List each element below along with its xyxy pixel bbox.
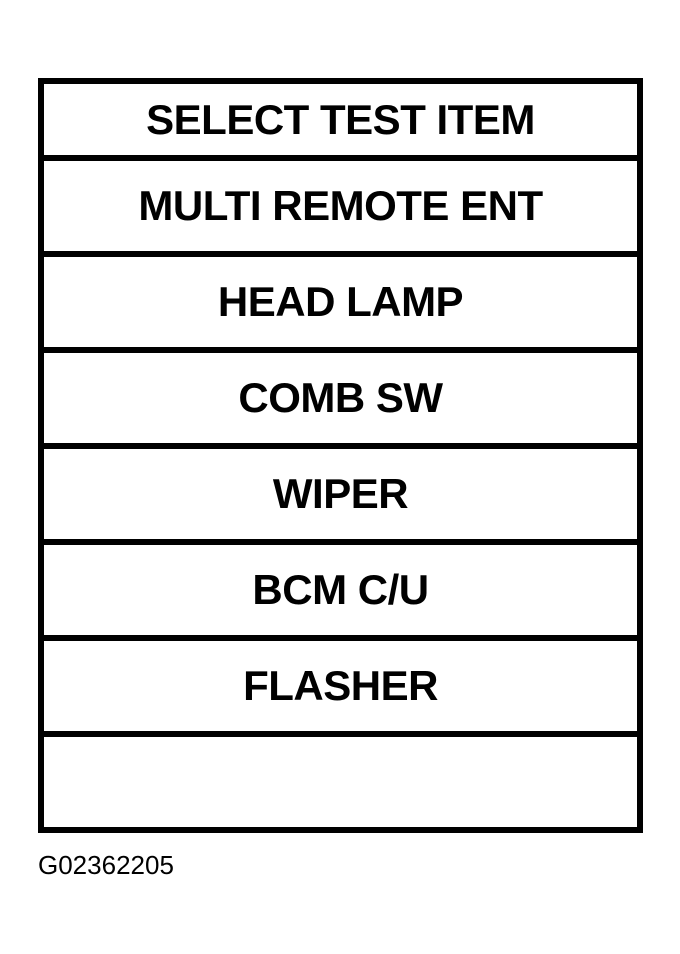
menu-item-multi-remote-ent[interactable]: MULTI REMOTE ENT <box>44 155 637 251</box>
figure-code-caption: G02362205 <box>38 850 174 880</box>
menu-item-flasher[interactable]: FLASHER <box>44 635 637 731</box>
menu-header-select-test-item: SELECT TEST ITEM <box>146 95 535 143</box>
menu-item-comb-sw[interactable]: COMB SW <box>44 347 637 443</box>
menu-item-head-lamp[interactable]: HEAD LAMP <box>44 251 637 347</box>
menu-item-bcm-cu[interactable]: BCM C/U <box>44 539 637 635</box>
test-item-menu: SELECT TEST ITEM MULTI REMOTE ENT HEAD L… <box>38 78 643 833</box>
menu-item-empty <box>44 731 637 827</box>
menu-item-wiper[interactable]: WIPER <box>44 443 637 539</box>
